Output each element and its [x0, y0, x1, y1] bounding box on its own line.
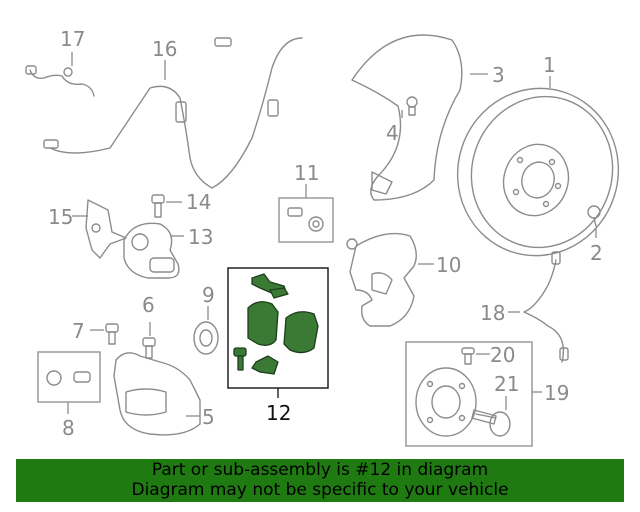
callout-16: 16 — [152, 37, 177, 61]
callout-10: 10 — [436, 253, 461, 277]
callout-4: 4 — [386, 121, 399, 145]
callout-12: 12 — [266, 401, 291, 425]
part-11-box[interactable] — [278, 197, 334, 243]
part-12-brake-pads[interactable] — [233, 273, 319, 375]
part-6-bleeder[interactable] — [142, 337, 156, 359]
part-9-seal[interactable] — [193, 321, 219, 355]
callout-2: 2 — [590, 241, 603, 265]
callout-13: 13 — [188, 225, 213, 249]
callout-20: 20 — [490, 343, 515, 367]
part-14-bolt[interactable] — [151, 194, 165, 218]
callout-14: 14 — [186, 190, 211, 214]
callout-11: 11 — [294, 161, 319, 185]
callout-19: 19 — [544, 381, 569, 405]
callout-3: 3 — [492, 63, 505, 87]
callout-5: 5 — [202, 405, 215, 429]
part-16-wear-sensor-wire[interactable] — [43, 37, 303, 189]
part-8-box[interactable] — [37, 351, 101, 403]
callout-6: 6 — [142, 293, 155, 317]
banner-line-1: Part or sub-assembly is #12 in diagram — [151, 460, 489, 480]
part-4-bolt[interactable] — [406, 96, 418, 116]
part-5-caliper[interactable] — [113, 352, 201, 436]
part-19-wheel-hub[interactable] — [415, 367, 477, 437]
part-20-bolt[interactable] — [461, 347, 475, 365]
callout-8: 8 — [62, 416, 75, 440]
part-13-actuator[interactable] — [123, 222, 180, 279]
callout-21: 21 — [494, 372, 519, 396]
callout-9: 9 — [202, 283, 215, 307]
part-18-wear-sensor-right[interactable] — [523, 251, 569, 363]
parts-diagram: 17 16 15 14 13 11 3 — [25, 27, 640, 447]
part-8-hardware[interactable] — [46, 370, 91, 386]
info-banner: Part or sub-assembly is #12 in diagram D… — [16, 459, 624, 502]
part-15-bracket[interactable] — [85, 199, 127, 259]
part-1-brake-rotor[interactable] — [436, 67, 640, 276]
callout-15: 15 — [48, 205, 73, 229]
part-11-guide-pins[interactable] — [287, 207, 324, 232]
callout-1: 1 — [543, 53, 556, 77]
callout-17: 17 — [60, 27, 85, 51]
part-3-dust-shield[interactable] — [351, 34, 463, 201]
part-10-caliper-bracket[interactable] — [346, 232, 417, 327]
part-21-axle-bolt[interactable] — [471, 409, 511, 437]
callout-7: 7 — [72, 319, 85, 343]
banner-line-2: Diagram may not be specific to your vehi… — [131, 480, 509, 500]
callout-18: 18 — [480, 301, 505, 325]
part-17-sensor-wire[interactable] — [25, 65, 95, 97]
part-2-screw[interactable] — [587, 205, 601, 227]
part-7-bolt[interactable] — [105, 323, 119, 345]
part-19-box[interactable] — [405, 341, 533, 447]
